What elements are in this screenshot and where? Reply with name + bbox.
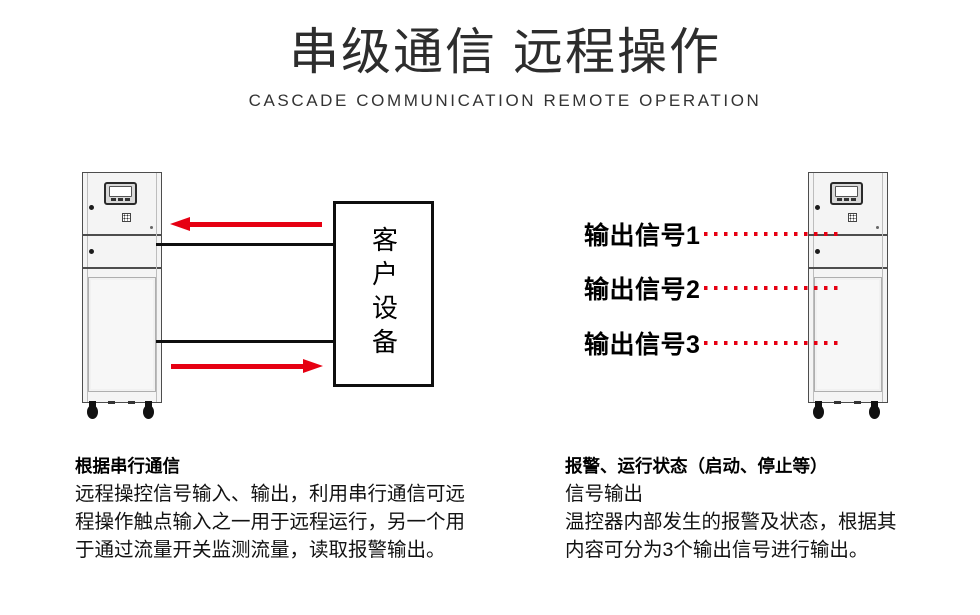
- cabinet-door: [88, 277, 156, 392]
- output-signal-row-2: 输出信号2: [584, 271, 838, 305]
- display-screen: [835, 186, 858, 197]
- caster-wheel-icon: [869, 401, 880, 419]
- note-serial-communication: 根据串行通信 远程操控信号输入、输出，利用串行通信可远 程操作触点输入之一用于远…: [75, 452, 505, 564]
- customer-device-label: 客户设备: [368, 226, 399, 362]
- screw-icon: [89, 249, 94, 254]
- header: 串级通信 远程操作 CASCADE COMMUNICATION REMOTE O…: [30, 22, 980, 112]
- caster-wheel-icon: [87, 401, 98, 419]
- screw-icon: [89, 205, 94, 210]
- brand-logo-icon: [848, 213, 857, 222]
- controller-display: [830, 182, 863, 205]
- signal-wire-bottom: [156, 340, 336, 343]
- cabinet-lower-panel: [83, 269, 161, 399]
- note-alarm-status: 报警、运行状态（启动、停止等） 信号输出 温控器内部发生的报警及状态，根据其 内…: [565, 452, 970, 564]
- output-signal-1-label: 输出信号1: [584, 222, 701, 250]
- screw-icon: [815, 249, 820, 254]
- temp-controller-cabinet-left: [82, 172, 162, 425]
- page-title: 串级通信 远程操作: [289, 24, 721, 80]
- screw-icon: [815, 205, 820, 210]
- caster-wheel-icon: [143, 401, 154, 419]
- note-body: 远程操控信号输入、输出，利用串行通信可远 程操作触点输入之一用于远程运行，另一个…: [75, 483, 466, 561]
- signal-wire-top: [156, 243, 336, 246]
- cabinet-lower-panel: [809, 269, 887, 399]
- output-signal-2-label: 输出信号2: [584, 276, 701, 304]
- dotted-leader-line: [704, 286, 838, 290]
- caster-wheel-icon: [813, 401, 824, 419]
- note-body: 信号输出 温控器内部发生的报警及状态，根据其 内容可分为3个输出信号进行输出。: [565, 483, 897, 561]
- mount-tab: [834, 401, 841, 404]
- arrowhead-right-icon: [303, 359, 323, 373]
- note-heading: 根据串行通信: [75, 456, 180, 476]
- indicator-dot: [150, 226, 153, 229]
- input-arrow-icon: [170, 217, 323, 231]
- brand-logo-icon: [122, 213, 131, 222]
- customer-device-box: 客户设备: [333, 201, 434, 387]
- display-buttons: [835, 198, 858, 201]
- mount-tab: [108, 401, 115, 404]
- output-signal-row-1: 输出信号1: [584, 217, 838, 251]
- cabinet-control-panel: [809, 173, 887, 236]
- cabinet-control-panel: [83, 173, 161, 236]
- controller-display: [104, 182, 137, 205]
- display-buttons: [109, 198, 132, 201]
- output-signal-row-3: 输出信号3: [584, 326, 838, 360]
- arrowhead-left-icon: [170, 217, 190, 231]
- indicator-dot: [876, 226, 879, 229]
- dotted-leader-line: [704, 341, 838, 345]
- display-screen: [109, 186, 132, 197]
- mount-tab: [128, 401, 135, 404]
- cabinet-mid-panel: [83, 236, 161, 269]
- note-heading: 报警、运行状态（启动、停止等）: [565, 456, 828, 476]
- page-subtitle: CASCADE COMMUNICATION REMOTE OPERATION: [248, 91, 762, 110]
- dotted-leader-line: [704, 232, 838, 236]
- cabinet-mid-panel: [809, 236, 887, 269]
- output-arrow-icon: [170, 359, 323, 373]
- output-signal-3-label: 输出信号3: [584, 331, 701, 359]
- cabinet-body: [82, 172, 162, 403]
- cabinet-door: [814, 277, 882, 392]
- mount-tab: [854, 401, 861, 404]
